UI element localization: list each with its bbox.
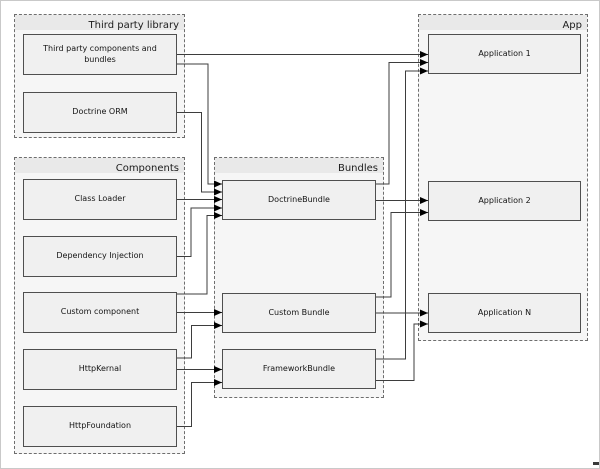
node-application-1: Application 1 bbox=[428, 34, 581, 74]
corner-artifact bbox=[593, 462, 599, 465]
node-label: HttpKernal bbox=[78, 364, 122, 374]
node-class-loader: Class Loader bbox=[23, 179, 177, 220]
node-label: Custom component bbox=[60, 307, 140, 317]
node-label: FrameworkBundle bbox=[262, 363, 336, 373]
node-httpfoundation: HttpFoundation bbox=[23, 406, 177, 447]
group-title-band: Components bbox=[15, 158, 184, 174]
group-label-components: Components bbox=[115, 163, 179, 174]
node-label: HttpFoundation bbox=[68, 421, 132, 431]
node-label: Application 1 bbox=[478, 48, 531, 58]
group-label-app: App bbox=[562, 20, 582, 31]
node-application-n: Application N bbox=[428, 293, 581, 333]
node-label: Application 2 bbox=[478, 195, 531, 205]
node-custom-bundle: Custom Bundle bbox=[222, 293, 376, 333]
group-title-band: App bbox=[419, 15, 587, 31]
node-label: Application N bbox=[477, 307, 532, 317]
node-label: Third party components and bundles bbox=[43, 44, 157, 64]
node-application-2: Application 2 bbox=[428, 181, 581, 221]
group-title-band: Third party library bbox=[15, 15, 184, 31]
node-doctrine-bundle: DoctrineBundle bbox=[222, 180, 376, 220]
node-third-party-components: Third party components and bundles bbox=[23, 34, 177, 75]
node-label: Doctrine ORM bbox=[72, 107, 128, 117]
node-httpkernal: HttpKernal bbox=[23, 349, 177, 390]
node-label: Dependency Injection bbox=[56, 251, 144, 261]
node-doctrine-orm: Doctrine ORM bbox=[23, 92, 177, 133]
node-label: Class Loader bbox=[74, 194, 126, 204]
node-label: DoctrineBundle bbox=[268, 194, 330, 204]
node-custom-component: Custom component bbox=[23, 292, 177, 333]
group-label-bundles: Bundles bbox=[337, 163, 378, 174]
group-label-third-party-library: Third party library bbox=[88, 20, 179, 31]
group-title-band: Bundles bbox=[215, 158, 383, 174]
node-label: Custom Bundle bbox=[268, 307, 330, 317]
node-framework-bundle: FrameworkBundle bbox=[222, 349, 376, 389]
node-dependency-injection: Dependency Injection bbox=[23, 236, 177, 277]
